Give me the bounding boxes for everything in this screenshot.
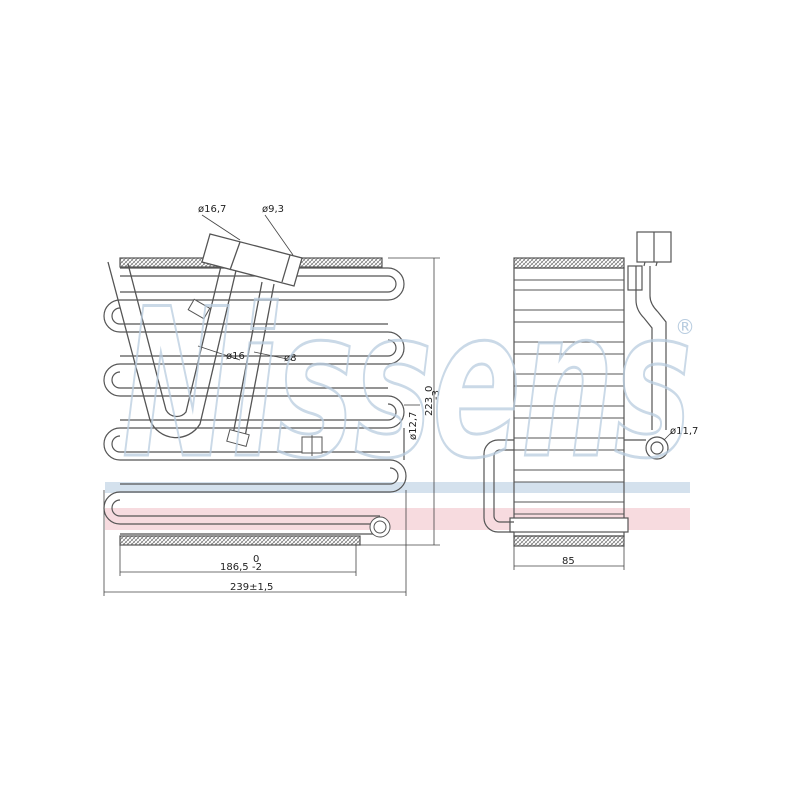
- v-pipes: [107, 261, 275, 443]
- core-width-tolerance-lower: -2: [252, 562, 262, 573]
- core-width-label: 186,5: [220, 562, 249, 573]
- side-right-pipe: [635, 266, 653, 430]
- height-tolerance-upper: 0: [424, 386, 435, 392]
- side-dimension-labels: 85 ø11,7: [562, 426, 698, 567]
- side-fins: [514, 279, 624, 515]
- small-pipe-diameter-label: ø8: [284, 353, 296, 364]
- side-bottom-bracket: [509, 517, 629, 533]
- side-dimensions: [513, 431, 673, 570]
- side-core: [513, 267, 625, 537]
- watermark-logo: Nissens ®: [121, 265, 696, 506]
- front-dimension-labels: ø16,7 ø9,3 ø16 ø8 ø12,7 223 -3 0 186,5 0…: [198, 204, 442, 593]
- large-pipe-diameter-label: ø16: [226, 351, 245, 362]
- vertical-pipe-diameter-label: ø12,7: [408, 412, 419, 440]
- fitting-lower: [226, 429, 250, 447]
- fittings: [187, 298, 391, 538]
- front-view: [103, 233, 407, 546]
- outlet-pipe-end: [369, 516, 391, 538]
- fitting-upper: [187, 298, 211, 320]
- inlet-diameter-label: ø16,7: [198, 204, 226, 215]
- watermark-registered: ®: [675, 315, 695, 339]
- bottom-plate: [119, 535, 361, 546]
- side-pipe-end: [645, 436, 669, 460]
- outlet-diameter-label: ø9,3: [262, 204, 284, 215]
- side-pipe-diameter-label: ø11,7: [670, 426, 698, 437]
- height-label: 223: [424, 397, 435, 416]
- side-left-pipe: [483, 439, 514, 533]
- side-bottom-plate: [513, 535, 625, 547]
- watermark-blue-band: [105, 482, 690, 493]
- total-width-label: 239±1,5: [230, 582, 273, 593]
- height-tolerance-lower: -3: [431, 390, 442, 400]
- front-dimensions: [103, 214, 440, 596]
- side-view: [483, 231, 672, 547]
- side-top-fitting: [627, 265, 643, 291]
- connector-block: [201, 233, 303, 287]
- core-width-tolerance-upper: 0: [253, 554, 259, 565]
- watermark-brand: Nissens: [122, 266, 692, 504]
- depth-label: 85: [562, 556, 575, 567]
